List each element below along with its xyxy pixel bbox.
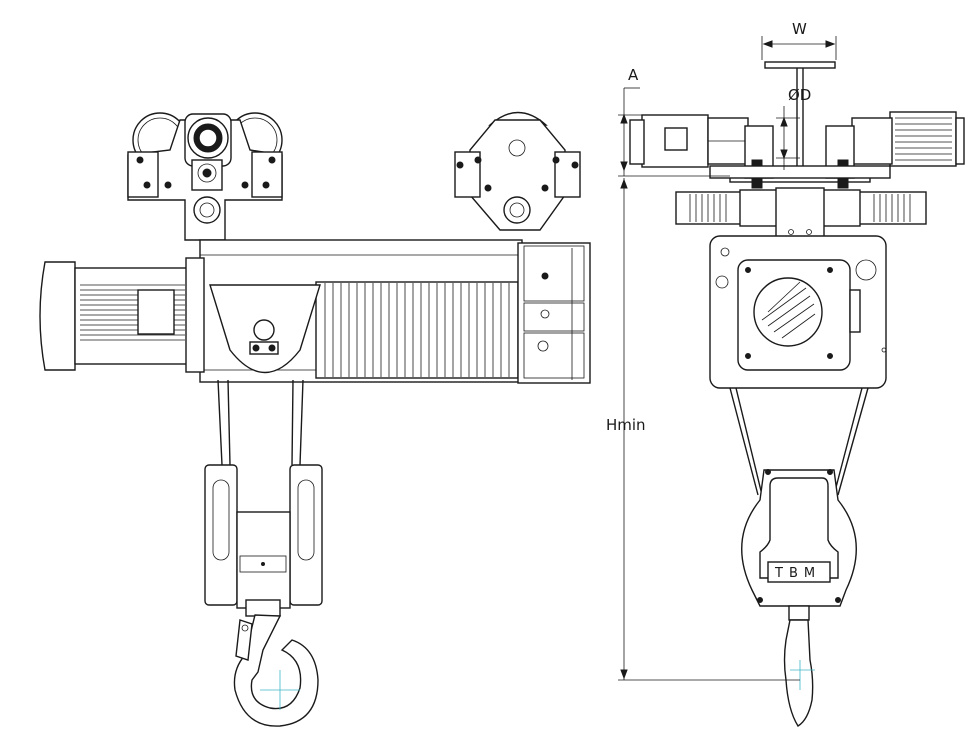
dimension-w: W (761, 20, 837, 60)
dimension-d: ØD (776, 86, 811, 170)
hook-block: TBM (741, 469, 857, 607)
travel-motor-left (629, 114, 749, 168)
side-view (39, 111, 591, 727)
dimension-w-label: W (792, 20, 807, 38)
dimension-a: A (618, 66, 730, 177)
hook-hanger (204, 379, 323, 609)
end-view: TBM W ØD (606, 20, 965, 727)
hoist-body (199, 239, 523, 383)
left-trolley (127, 112, 283, 241)
travel-motor-right (851, 111, 965, 167)
dimension-hmin-label: Hmin (606, 416, 646, 434)
dimension-a-label: A (628, 66, 639, 84)
hoist-motor (39, 257, 205, 373)
cross-frame (675, 187, 927, 241)
hook-block-brand: TBM (774, 566, 821, 581)
hook (233, 599, 319, 727)
hook-side (783, 605, 815, 727)
right-trolley (454, 111, 581, 231)
gearbox (517, 242, 591, 384)
dimension-hmin: Hmin (606, 178, 800, 681)
drum-grooves (324, 283, 510, 377)
hoist-housing (709, 235, 887, 389)
trolley-wheels (709, 125, 891, 189)
dimension-d-label: ØD (788, 86, 811, 104)
hoist-ropes (729, 387, 869, 496)
